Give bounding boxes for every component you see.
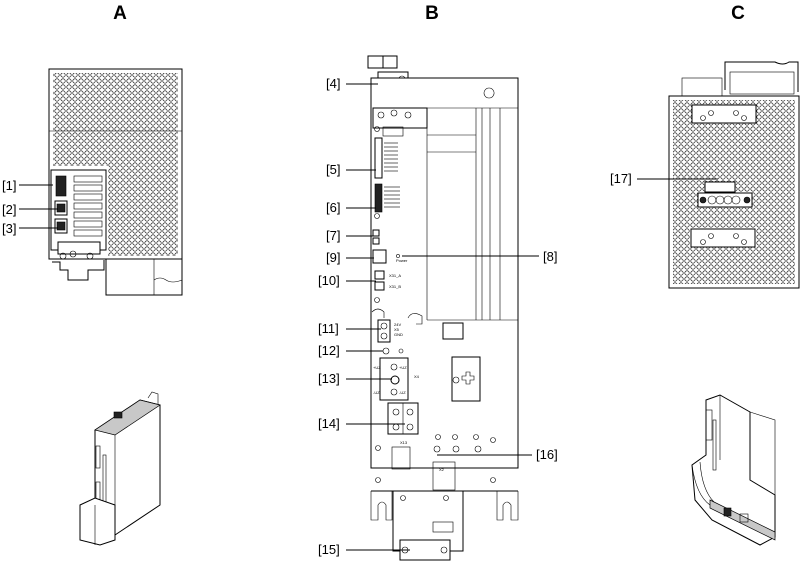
callout-label-17: [17] — [610, 171, 632, 186]
isometric-view-c — [691, 394, 776, 546]
callout-label-9: [9] — [326, 250, 340, 265]
callout-label-2: [2] — [2, 202, 16, 217]
x4-label: X4 — [414, 374, 420, 379]
label-x2-text: X2 — [439, 467, 445, 472]
view-title-a: A — [113, 3, 127, 24]
view-b-front: Power X31_A X31_B 24V X5 GND +UZ +UZ -UZ… — [367, 55, 519, 561]
callout-label-10: [10] — [318, 273, 340, 288]
x4-pos-label-left: +UZ — [373, 365, 381, 370]
callout-label-12: [12] — [318, 343, 340, 358]
callout-label-4: [4] — [326, 76, 340, 91]
view-title-b: B — [425, 3, 439, 24]
connector-6 — [374, 183, 383, 213]
x4-neg-label-right: -UZ — [399, 390, 406, 395]
view-c-side — [668, 61, 800, 289]
terminal-11-label-x5: X5 — [394, 327, 400, 332]
terminal-11-label-24v: 24V — [394, 322, 401, 327]
callout-label-5: [5] — [326, 162, 340, 177]
connector-5 — [374, 137, 383, 179]
x13-label: X13 — [400, 440, 408, 445]
callout-label-3: [3] — [2, 221, 16, 236]
callout-label-7: [7] — [326, 228, 340, 243]
callout-label-8: [8] — [543, 249, 557, 264]
callout-label-6: [6] — [326, 200, 340, 215]
callout-label-15: [15] — [318, 542, 340, 557]
button-7a — [372, 229, 380, 237]
terminal-11-label-gnd: GND — [394, 332, 403, 337]
power-led — [396, 254, 400, 258]
view-a-side — [48, 68, 183, 296]
connector-1 — [55, 175, 67, 197]
x4-pos-label-right: +UZ — [399, 365, 407, 370]
callout-label-13: [13] — [318, 371, 340, 386]
callout-label-11: [11] — [318, 321, 339, 336]
port-x31-a — [374, 270, 385, 280]
callout-label-14: [14] — [318, 416, 340, 431]
port-x31-b-label: X31_B — [389, 284, 401, 289]
power-label: Power — [396, 258, 408, 263]
component-9 — [372, 249, 387, 264]
callout-label-1: [1] — [2, 178, 16, 193]
callout-label-16: [16] — [536, 447, 558, 462]
view-title-c: C — [731, 3, 745, 24]
label-x2 — [432, 461, 456, 491]
button-7b — [372, 237, 380, 245]
port-x31-b — [374, 281, 385, 291]
connector-17 — [697, 192, 753, 208]
isometric-view-a — [79, 391, 161, 546]
port-x31-a-label: X31_A — [389, 273, 401, 278]
x4-neg-label-left: -UZ — [373, 390, 380, 395]
